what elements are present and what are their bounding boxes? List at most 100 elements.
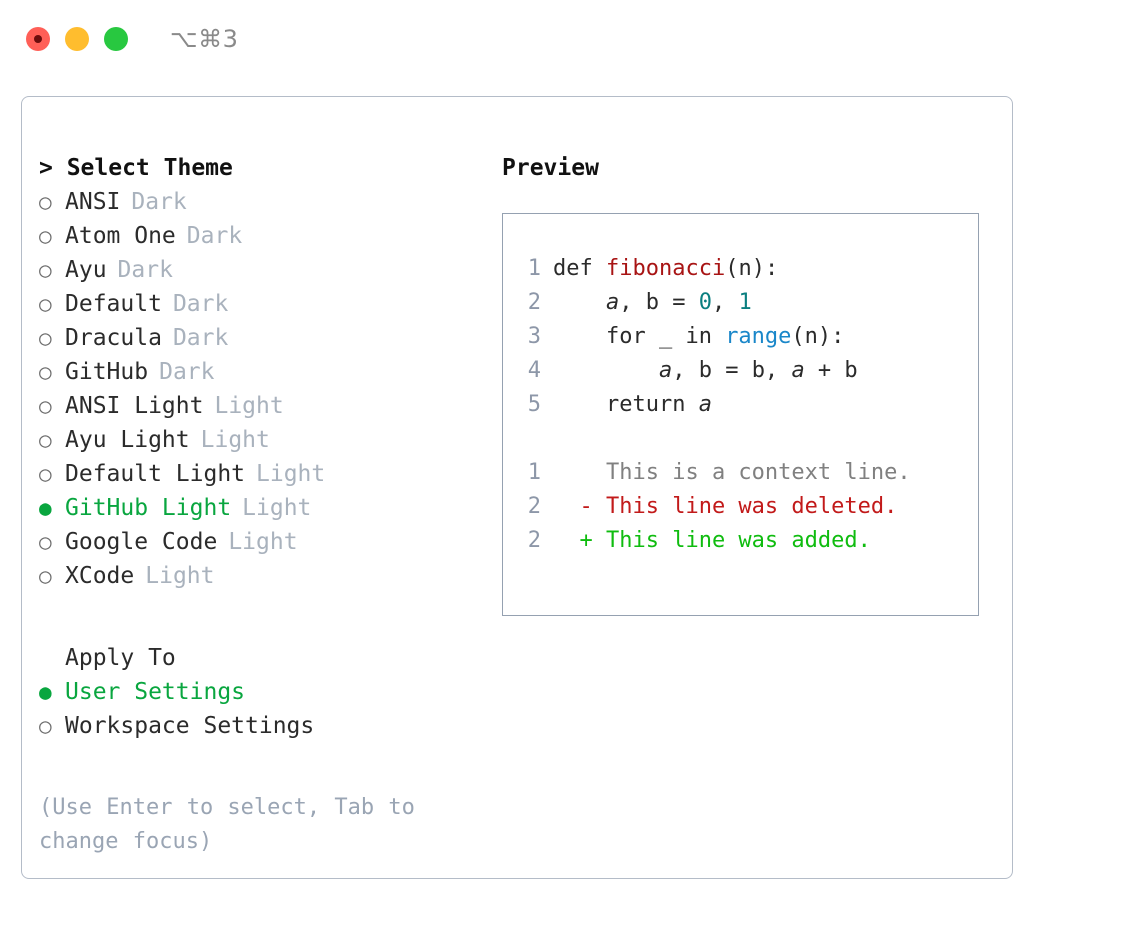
code-token: (n): — [791, 324, 845, 349]
theme-variant-tag: Dark — [186, 223, 243, 249]
theme-option-label: Default Light — [65, 461, 246, 487]
theme-option-label: ANSI — [65, 189, 121, 215]
radio-unselected-icon: ○ — [39, 462, 52, 486]
code-line: 4 a, b = b, a + b — [525, 354, 978, 388]
diff-line-text: - This line was deleted. — [553, 494, 898, 519]
line-number: 3 — [527, 324, 541, 349]
code-token: a — [791, 358, 805, 383]
theme-option-label: Default — [65, 291, 162, 317]
apply-to-option-label: User Settings — [65, 679, 246, 705]
code-token — [553, 290, 606, 315]
theme-option-label: Dracula — [65, 325, 162, 351]
theme-variant-tag: Dark — [131, 189, 187, 215]
theme-variant-tag: Light — [145, 563, 215, 589]
theme-option-label: GitHub — [65, 359, 149, 385]
code-token — [553, 358, 659, 383]
theme-option-label: Ayu Light — [65, 427, 190, 453]
code-token: 1 — [738, 290, 752, 315]
theme-option-ansi[interactable]: ○ ANSI Dark — [39, 185, 502, 219]
code-token: fibonacci — [605, 256, 726, 281]
code-token: range — [725, 324, 792, 349]
code-token: 0 — [698, 290, 712, 315]
theme-variant-tag: Dark — [117, 257, 173, 283]
theme-option-label: Ayu — [65, 257, 107, 283]
diff-line-del: 2 - This line was deleted. — [525, 490, 978, 524]
code-token: , b = b, — [672, 358, 792, 383]
theme-variant-tag: Dark — [159, 359, 215, 385]
select-theme-heading: > Select Theme — [39, 155, 233, 181]
radio-unselected-icon: ○ — [39, 292, 52, 316]
theme-variant-tag: Light — [214, 393, 284, 419]
theme-option-ayu[interactable]: ○ Ayu Dark — [39, 253, 502, 287]
code-line: 2 a, b = 0, 1 — [525, 286, 978, 320]
radio-unselected-icon: ○ — [39, 394, 52, 418]
preview-heading: Preview — [502, 155, 599, 181]
theme-option-google-code[interactable]: ○ Google Code Light — [39, 525, 502, 559]
code-token: , — [619, 290, 646, 315]
diff-sample: 1 This is a context line.2 - This line w… — [525, 456, 978, 558]
apply-to-option-user-settings[interactable]: ● User Settings — [39, 675, 502, 709]
code-line: 3 for _ in range(n): — [525, 320, 978, 354]
apply-to-option-workspace-settings[interactable]: ○Workspace Settings — [39, 709, 502, 743]
keyboard-shortcut-label: ⌥⌘3 — [170, 25, 239, 53]
radio-unselected-icon: ○ — [39, 224, 52, 248]
theme-option-default-light[interactable]: ○ Default Light Light — [39, 457, 502, 491]
code-line: 5 return a — [525, 388, 978, 422]
code-token: a — [658, 358, 673, 383]
radio-unselected-icon: ○ — [39, 258, 52, 282]
line-number: 2 — [527, 494, 541, 519]
theme-variant-tag: Light — [200, 427, 270, 453]
line-number: 1 — [527, 460, 541, 485]
code-token: a — [605, 290, 620, 315]
theme-option-ansi-light[interactable]: ○ ANSI Light Light — [39, 389, 502, 423]
diff-line-text: + This line was added. — [553, 528, 871, 553]
theme-option-atom-one[interactable]: ○ Atom One Dark — [39, 219, 502, 253]
theme-option-label: Google Code — [65, 529, 218, 555]
code-line: 1 def fibonacci(n): — [525, 252, 978, 286]
line-number: 1 — [527, 256, 541, 281]
theme-option-label: ANSI Light — [65, 393, 204, 419]
keyboard-hint-text: (Use Enter to select, Tab to change focu… — [39, 795, 415, 854]
theme-option-label: GitHub Light — [65, 495, 232, 521]
theme-variant-tag: Dark — [172, 325, 229, 351]
line-number: 2 — [527, 528, 541, 553]
apply-to-heading: Apply To — [65, 645, 176, 671]
radio-unselected-icon: ○ — [39, 190, 52, 214]
diff-line-ctx: 1 This is a context line. — [525, 456, 978, 490]
code-token: (n): — [725, 256, 779, 281]
theme-variant-tag: Light — [242, 495, 312, 521]
diff-line-add: 2 + This line was added. — [525, 524, 978, 558]
theme-option-dracula[interactable]: ○ Dracula Dark — [39, 321, 502, 355]
radio-selected-icon: ● — [39, 680, 52, 704]
code-token: , — [711, 290, 739, 315]
radio-unselected-icon: ○ — [39, 428, 52, 452]
close-button-icon[interactable] — [26, 27, 50, 51]
theme-option-label: Atom One — [65, 223, 176, 249]
line-number: 2 — [527, 290, 541, 315]
title-bar: ⌥⌘3 — [0, 0, 1140, 78]
apply-to-option-label: Workspace Settings — [65, 713, 315, 739]
code-token: b — [645, 290, 659, 315]
zoom-button-icon[interactable] — [104, 27, 128, 51]
code-token: for _ in — [553, 324, 726, 349]
radio-unselected-icon: ○ — [39, 564, 52, 588]
theme-option-ayu-light[interactable]: ○ Ayu Light Light — [39, 423, 502, 457]
line-number: 4 — [527, 358, 541, 383]
theme-variant-tag: Light — [256, 461, 326, 487]
radio-unselected-icon: ○ — [39, 326, 52, 350]
radio-unselected-icon: ○ — [39, 530, 52, 554]
minimize-button-icon[interactable] — [65, 27, 89, 51]
theme-variant-tag: Light — [228, 529, 298, 555]
code-token: def — [553, 256, 606, 281]
